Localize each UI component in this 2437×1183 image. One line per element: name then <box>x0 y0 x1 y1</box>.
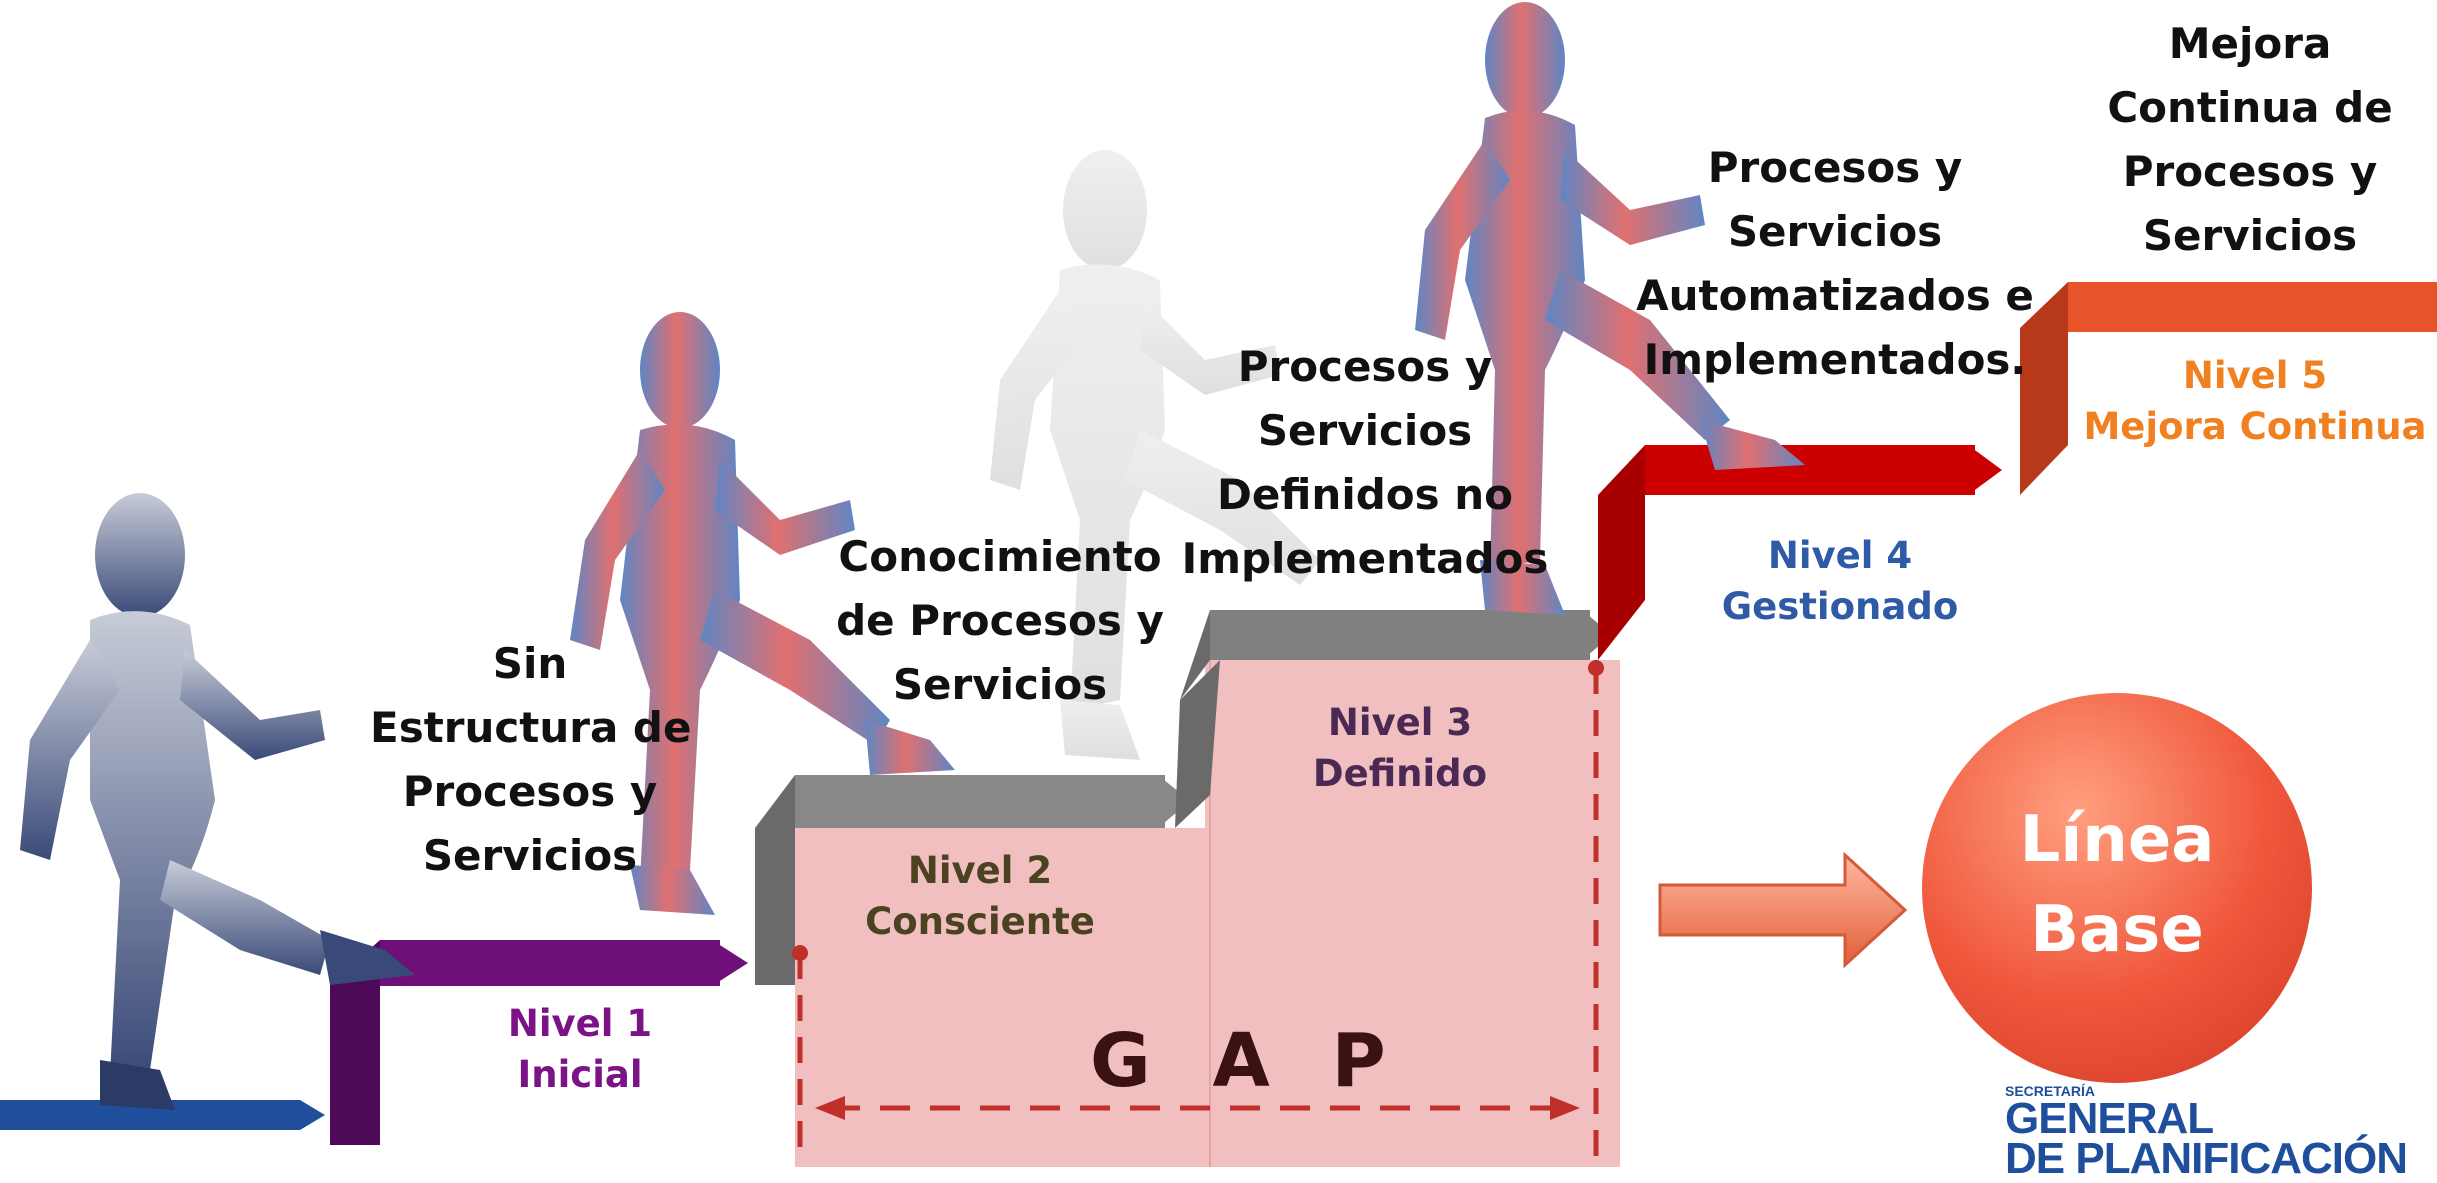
walking-figure-1 <box>20 493 415 1110</box>
stair-level-5 <box>2020 282 2437 495</box>
baseline-line-1: Línea <box>2019 803 2215 877</box>
desc-line: Procesos y <box>1237 342 1493 391</box>
level-title: Nivel 5 <box>2182 354 2328 397</box>
step-1-description: Sin Estructura de Procesos y Servicios <box>370 632 692 888</box>
step-4-description: Procesos y Servicios Automatizados e Imp… <box>1625 136 2045 392</box>
gap-measure <box>792 660 1604 1160</box>
desc-line: Servicios <box>892 660 1108 709</box>
level-name: Gestionado <box>1721 585 1959 628</box>
desc-line: Servicios <box>1257 406 1473 455</box>
desc-line: de Procesos y <box>836 596 1164 645</box>
logo-line-3: DE PLANIFICACIÓN <box>2005 1134 2408 1183</box>
step-5-description: Mejora Continua de Procesos y Servicios <box>2080 12 2420 268</box>
logo-line-1: SECRETARÍA <box>2005 1083 2095 1099</box>
gap-label: G A P <box>1090 1018 1404 1104</box>
level-2-label: Nivel 2 Consciente <box>850 845 1110 947</box>
level-name: Inicial <box>517 1053 643 1096</box>
desc-line: Continua de <box>2107 83 2393 132</box>
stair-level-1 <box>330 940 748 1145</box>
desc-line: Servicios <box>1727 207 1943 256</box>
desc-line: Servicios <box>422 831 638 880</box>
desc-line: Implementados <box>1181 534 1549 583</box>
desc-line: Conocimiento <box>838 532 1162 581</box>
desc-line: Procesos y <box>1707 143 1963 192</box>
level-title: Nivel 1 <box>507 1002 653 1045</box>
desc-line: Automatizados e <box>1636 271 2034 320</box>
level-title: Nivel 3 <box>1327 701 1473 744</box>
baseline-circle <box>1922 693 2312 1083</box>
desc-line: Mejora <box>2168 19 2332 68</box>
step-2-description: Conocimiento de Procesos y Servicios <box>820 525 1180 717</box>
baseline-line-2: Base <box>2030 893 2204 967</box>
level-name: Definido <box>1312 752 1488 795</box>
secretaria-logo: SECRETARÍA GENERAL DE PLANIFICACIÓN <box>2005 1083 2435 1183</box>
level-3-label: Nivel 3 Definido <box>1290 697 1510 799</box>
walking-figure-2 <box>570 312 955 915</box>
desc-line: Estructura de <box>370 703 692 752</box>
level-name: Consciente <box>865 900 1095 943</box>
desc-line: Definidos no <box>1216 470 1514 519</box>
desc-line: Implementados. <box>1643 335 2027 384</box>
walking-figure-3 <box>990 150 1320 760</box>
walking-figure-4 <box>1415 2 1805 615</box>
baseline-label: Línea Base <box>1922 795 2312 975</box>
level-5-label: Nivel 5 Mejora Continua <box>2080 350 2430 452</box>
baseline-arrow <box>1658 851 1908 969</box>
level-1-label: Nivel 1 Inicial <box>470 998 690 1100</box>
level-4-label: Nivel 4 Gestionado <box>1700 530 1980 632</box>
level-title: Nivel 4 <box>1767 534 1913 577</box>
stair-level-3 <box>1175 610 1612 828</box>
desc-line: Sin <box>492 639 568 688</box>
level-title: Nivel 2 <box>907 849 1053 892</box>
desc-line: Servicios <box>2142 211 2358 260</box>
stair-level-2 <box>755 775 1190 985</box>
logo-line-2: GENERAL <box>2005 1094 2214 1143</box>
desc-line: Procesos y <box>2122 147 2378 196</box>
desc-line: Procesos y <box>402 767 658 816</box>
stair-level-4 <box>1598 445 2002 660</box>
level-name: Mejora Continua <box>2083 405 2427 448</box>
step-3-description: Procesos y Servicios Definidos no Implem… <box>1175 335 1555 591</box>
